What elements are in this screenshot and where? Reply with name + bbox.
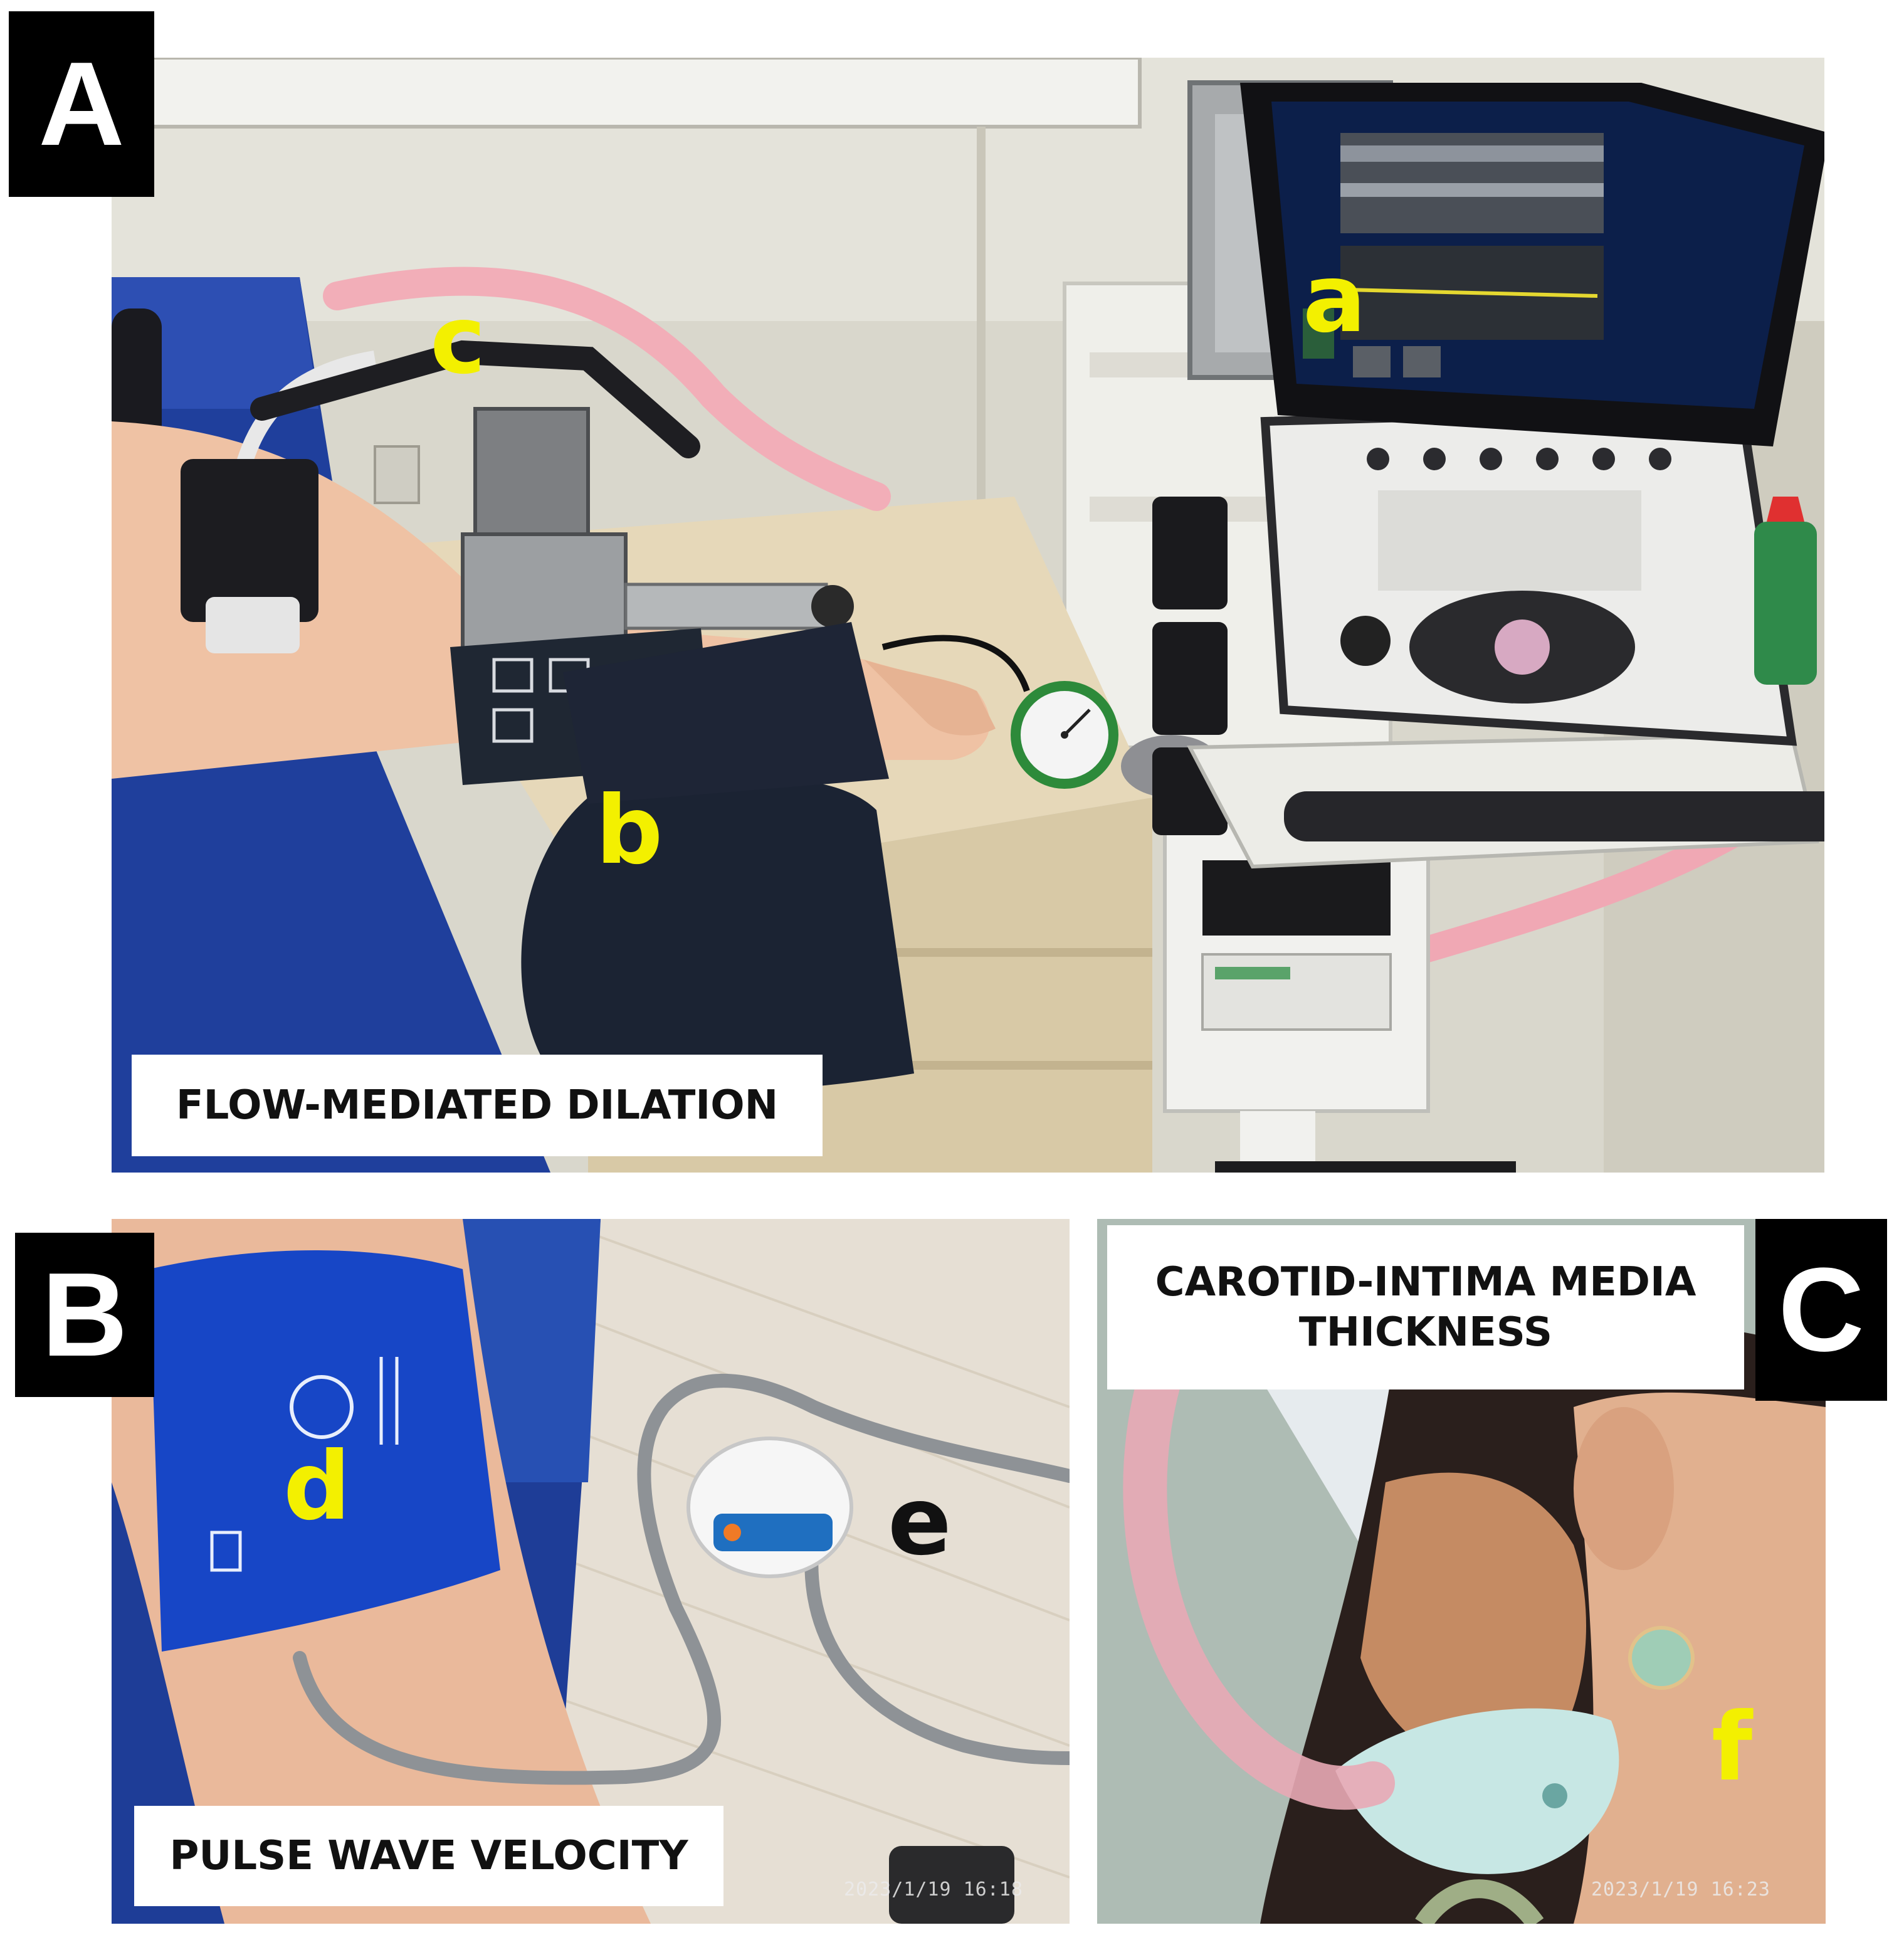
photo-panel-b-illustration	[112, 1219, 1070, 1924]
timestamp-panel-c: 2023/1/19 16:23	[1591, 1879, 1770, 1901]
photo-panel-a	[112, 58, 1824, 1173]
photo-panel-b	[112, 1219, 1070, 1924]
callout-b: b	[596, 776, 663, 885]
panel-label-a: A	[9, 11, 154, 197]
panel-label-c: C	[1755, 1219, 1887, 1401]
callout-d: d	[283, 1432, 351, 1541]
callout-a: a	[1303, 245, 1367, 354]
panel-label-b: B	[15, 1233, 154, 1397]
timestamp-panel-b: 2023/1/19 16:18	[844, 1879, 1023, 1901]
caption-pulse-wave-velocity: PULSE WAVE VELOCITY	[134, 1806, 723, 1906]
caption-flow-mediated-dilation: FLOW-MEDIATED DILATION	[132, 1055, 823, 1156]
callout-c: c	[430, 286, 486, 395]
caption-carotid-intima-media-thickness: CAROTID-INTIMA MEDIA THICKNESS	[1107, 1225, 1744, 1389]
callout-e: e	[888, 1467, 952, 1576]
callout-f: f	[1712, 1693, 1753, 1802]
photo-panel-a-illustration	[112, 58, 1824, 1173]
